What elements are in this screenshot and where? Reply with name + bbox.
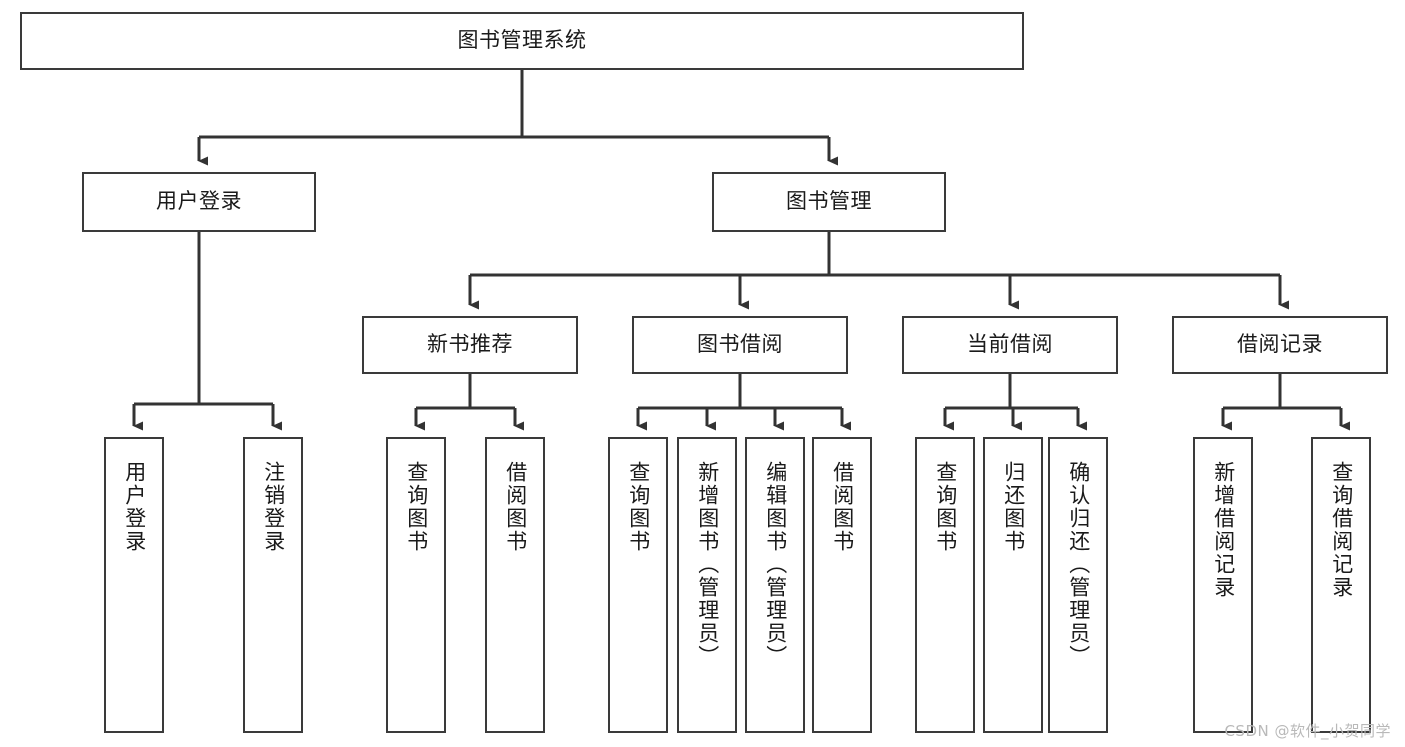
node-leaf-borrow-book-1[interactable]: 借阅图书 <box>485 437 545 733</box>
node-user-login[interactable]: 用户登录 <box>82 172 316 232</box>
node-label: 新书推荐 <box>427 332 513 357</box>
node-leaf-edit-book[interactable]: 编辑图书（管理员） <box>745 437 805 733</box>
node-borrow-record[interactable]: 借阅记录 <box>1172 316 1388 374</box>
node-leaf-query-record[interactable]: 查询借阅记录 <box>1311 437 1371 733</box>
node-label: 新增图书（管理员） <box>695 461 720 668</box>
node-label: 借阅图书 <box>503 461 528 553</box>
node-book-borrow[interactable]: 图书借阅 <box>632 316 848 374</box>
node-label: 新增借阅记录 <box>1211 461 1236 599</box>
node-label: 借阅图书 <box>830 461 855 553</box>
node-current-borrow[interactable]: 当前借阅 <box>902 316 1118 374</box>
watermark-text: CSDN @软件_小贺同学 <box>1224 722 1391 740</box>
node-label: 查询图书 <box>933 461 958 553</box>
node-label: 归还图书 <box>1001 461 1026 553</box>
node-root[interactable]: 图书管理系统 <box>20 12 1024 70</box>
node-label: 图书管理 <box>786 189 872 214</box>
node-label: 图书借阅 <box>697 332 783 357</box>
node-leaf-logout[interactable]: 注销登录 <box>243 437 303 733</box>
node-label: 当前借阅 <box>967 332 1053 357</box>
node-book-manage[interactable]: 图书管理 <box>712 172 946 232</box>
node-label: 查询借阅记录 <box>1329 461 1354 599</box>
node-label: 借阅记录 <box>1237 332 1323 357</box>
node-leaf-confirm-return[interactable]: 确认归还（管理员） <box>1048 437 1108 733</box>
node-label: 确认归还（管理员） <box>1066 461 1091 668</box>
node-label: 图书管理系统 <box>457 28 587 53</box>
connector-lines <box>132 70 1350 431</box>
node-new-book-recommend[interactable]: 新书推荐 <box>362 316 578 374</box>
node-label: 用户登录 <box>156 189 242 214</box>
node-leaf-return-book[interactable]: 归还图书 <box>983 437 1043 733</box>
node-leaf-query-book-1[interactable]: 查询图书 <box>386 437 446 733</box>
node-leaf-query-book-3[interactable]: 查询图书 <box>915 437 975 733</box>
node-leaf-borrow-book-2[interactable]: 借阅图书 <box>812 437 872 733</box>
node-label: 注销登录 <box>261 461 286 553</box>
node-leaf-query-book-2[interactable]: 查询图书 <box>608 437 668 733</box>
node-label: 查询图书 <box>626 461 651 553</box>
node-leaf-add-book[interactable]: 新增图书（管理员） <box>677 437 737 733</box>
node-leaf-add-record[interactable]: 新增借阅记录 <box>1193 437 1253 733</box>
node-label: 编辑图书（管理员） <box>763 461 788 668</box>
node-label: 查询图书 <box>404 461 429 553</box>
node-label: 用户登录 <box>122 461 147 553</box>
node-leaf-user-login[interactable]: 用户登录 <box>104 437 164 733</box>
